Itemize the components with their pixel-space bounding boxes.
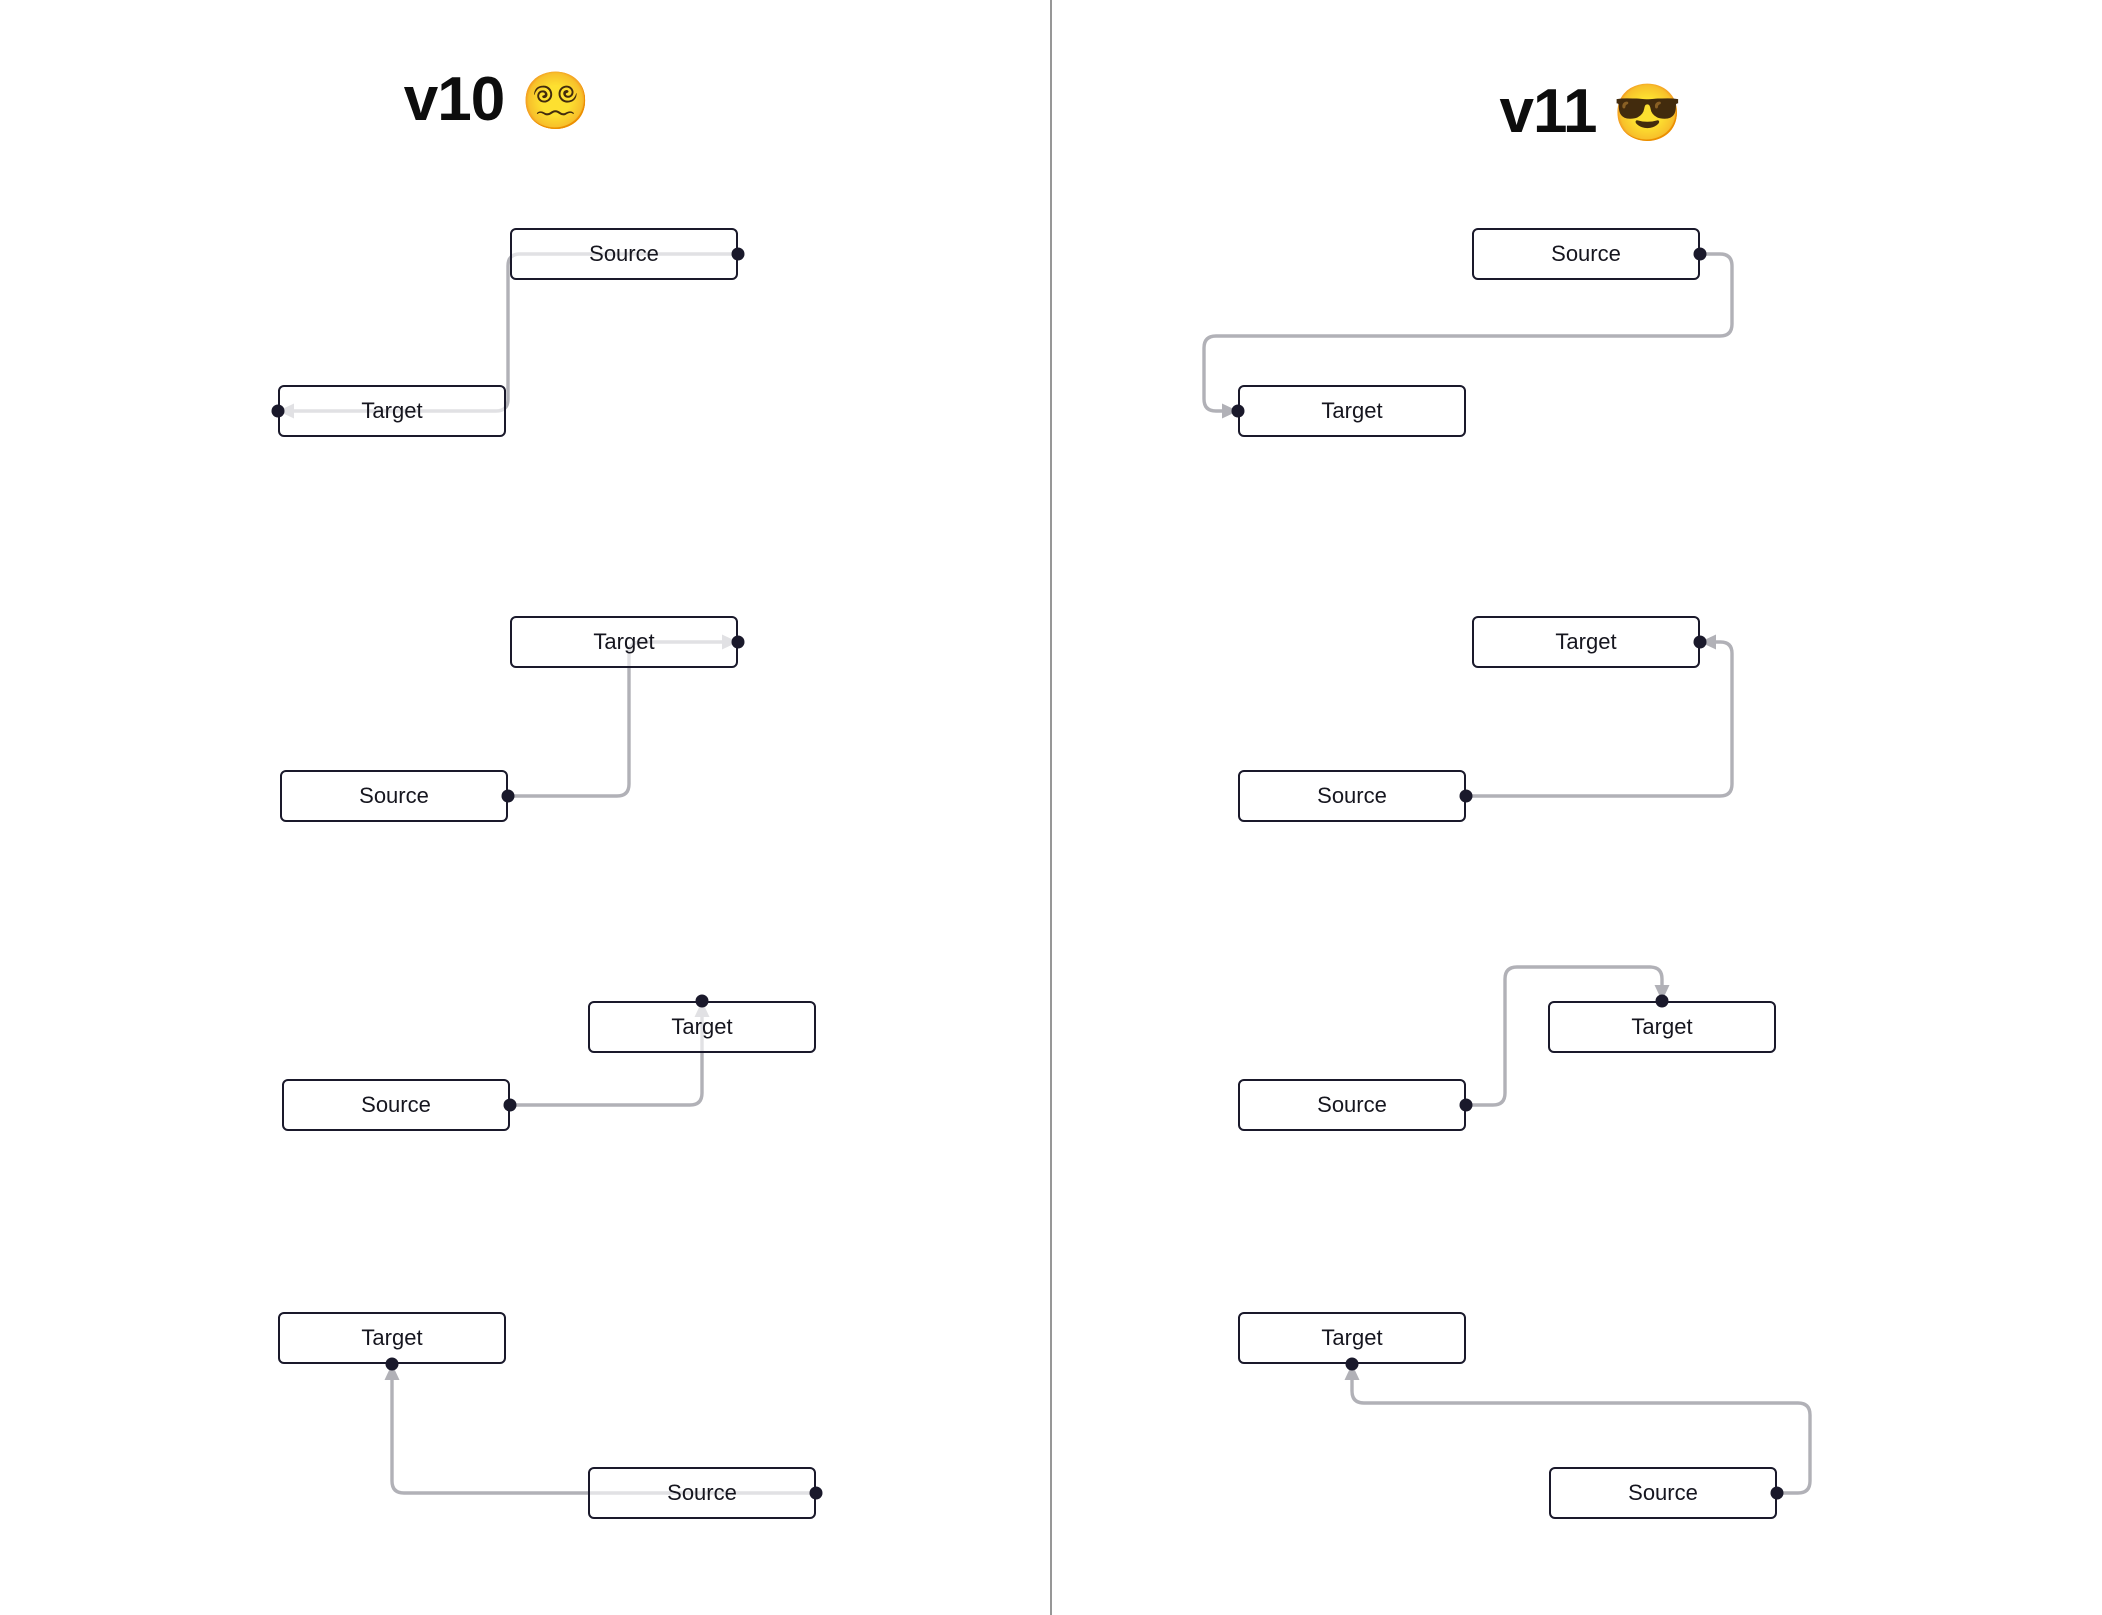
node-source[interactable]: Source [1238,770,1466,822]
node-target[interactable]: Target [1548,1001,1776,1053]
node-label: Source [1551,241,1621,266]
connection-handle[interactable] [385,1357,399,1371]
node-label: Target [671,1014,733,1039]
connection-handle[interactable] [1693,247,1707,261]
node-target[interactable]: Target [1472,616,1700,668]
version-title-v11: v11 😎 [1499,77,1683,146]
edge-connector[interactable] [390,1373,816,1495]
sunglasses-face-emoji: 😎 [1612,81,1683,144]
edge-arrowhead-icon [384,1364,400,1380]
node-target[interactable]: Target [278,1312,506,1364]
node-label: Target [361,1325,423,1350]
connection-handle[interactable] [731,247,745,261]
node-label: Target [361,398,423,423]
version-label-v11: v11 [1499,77,1598,146]
column-divider [1050,0,1052,1615]
connection-handle[interactable] [1459,1098,1473,1112]
edge-arrowhead-icon [1700,634,1716,650]
node-target[interactable]: Target [1238,1312,1466,1364]
node-label: Source [359,783,429,808]
connection-handle[interactable] [809,1486,823,1500]
node-source[interactable]: Source [1238,1079,1466,1131]
edge-connector[interactable] [1466,965,1664,1107]
node-label: Source [589,241,659,266]
connection-handle[interactable] [271,404,285,418]
node-label: Target [1555,629,1617,654]
node-source[interactable]: Source [1472,228,1700,280]
node-target[interactable]: Target [588,1001,816,1053]
node-source[interactable]: Source [1549,1467,1777,1519]
node-source[interactable]: Source [510,228,738,280]
connection-handle[interactable] [695,994,709,1008]
version-title-v10: v10 😵‍💫 [403,65,591,134]
node-source[interactable]: Source [282,1079,510,1131]
node-label: Source [1317,1092,1387,1117]
connection-handle[interactable] [731,635,745,649]
connection-handle[interactable] [1231,404,1245,418]
connection-handle[interactable] [1655,994,1669,1008]
edge-connector[interactable] [1466,640,1734,798]
connection-handle[interactable] [503,1098,517,1112]
dizzy-face-emoji: 😵‍💫 [520,69,591,132]
node-label: Source [1628,1480,1698,1505]
edge-connector[interactable] [1350,1373,1812,1495]
node-target[interactable]: Target [278,385,506,437]
node-label: Target [1631,1014,1693,1039]
node-label: Target [593,629,655,654]
connection-handle[interactable] [1459,789,1473,803]
edge-connector[interactable] [510,1010,704,1107]
connection-handle[interactable] [1770,1486,1784,1500]
node-label: Target [1321,398,1383,423]
node-label: Target [1321,1325,1383,1350]
connection-handle[interactable] [501,789,515,803]
node-source[interactable]: Source [280,770,508,822]
edge-arrowhead-icon [1654,985,1670,1001]
node-label: Source [361,1092,431,1117]
connection-handle[interactable] [1693,635,1707,649]
node-source[interactable]: Source [588,1467,816,1519]
node-label: Source [667,1480,737,1505]
connection-handle[interactable] [1345,1357,1359,1371]
node-target[interactable]: Target [1238,385,1466,437]
edge-arrowhead-icon [1222,403,1238,419]
version-label-v10: v10 [403,65,505,134]
edge-arrowhead-icon [1344,1364,1360,1380]
node-label: Source [1317,783,1387,808]
node-target[interactable]: Target [510,616,738,668]
edge-connector[interactable] [1202,252,1734,413]
